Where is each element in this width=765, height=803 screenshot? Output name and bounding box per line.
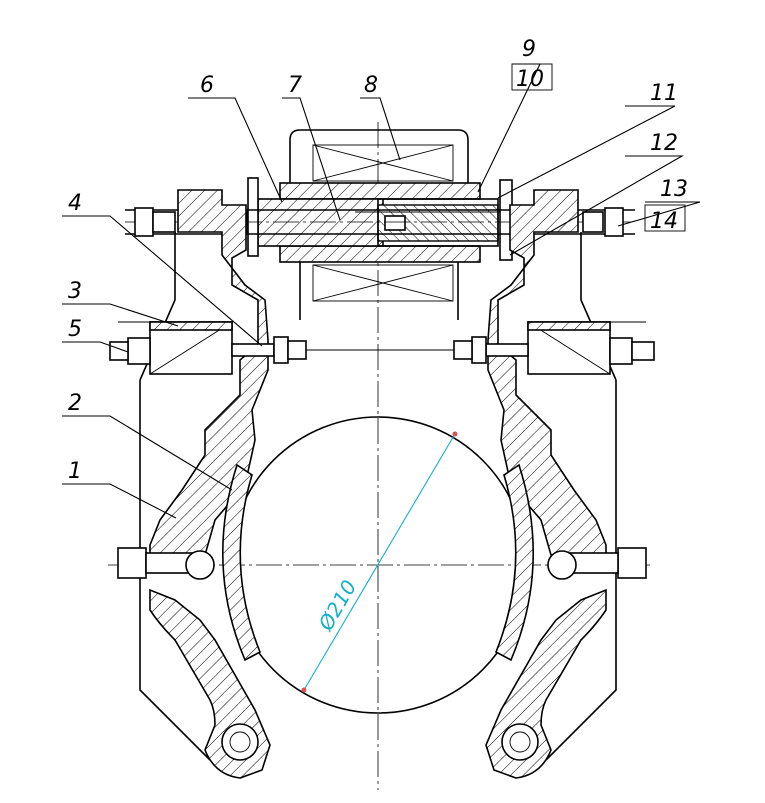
solenoid-coil	[279, 129, 481, 320]
callout-5: 5	[68, 317, 82, 342]
callout-4: 4	[68, 191, 82, 216]
left-clamp-arm	[139, 189, 271, 779]
right-pivot-bolt	[547, 547, 647, 580]
right-clamp-arm	[485, 189, 617, 779]
callout-11: 11	[650, 81, 678, 106]
callout-labels: 1 2 3 4 5 6 7 8 9 10 11 12 13 14	[68, 37, 688, 484]
callout-3: 3	[68, 279, 82, 304]
callout-9: 9	[522, 37, 536, 62]
leader-lines	[62, 63, 701, 519]
right-top-bolt	[582, 207, 624, 237]
left-pivot-bolt	[117, 547, 215, 580]
callout-10: 10	[516, 67, 544, 92]
callout-14: 14	[650, 209, 678, 234]
callout-1: 1	[68, 459, 82, 484]
callout-6: 6	[200, 73, 214, 98]
right-spring-cylinder	[453, 321, 655, 375]
callout-7: 7	[288, 73, 302, 98]
callout-13: 13	[660, 177, 688, 202]
callout-2: 2	[68, 391, 82, 416]
callout-12: 12	[650, 131, 678, 156]
callout-8: 8	[364, 73, 378, 98]
left-spring-cylinder	[109, 321, 307, 375]
core-rod-assembly	[125, 177, 635, 261]
